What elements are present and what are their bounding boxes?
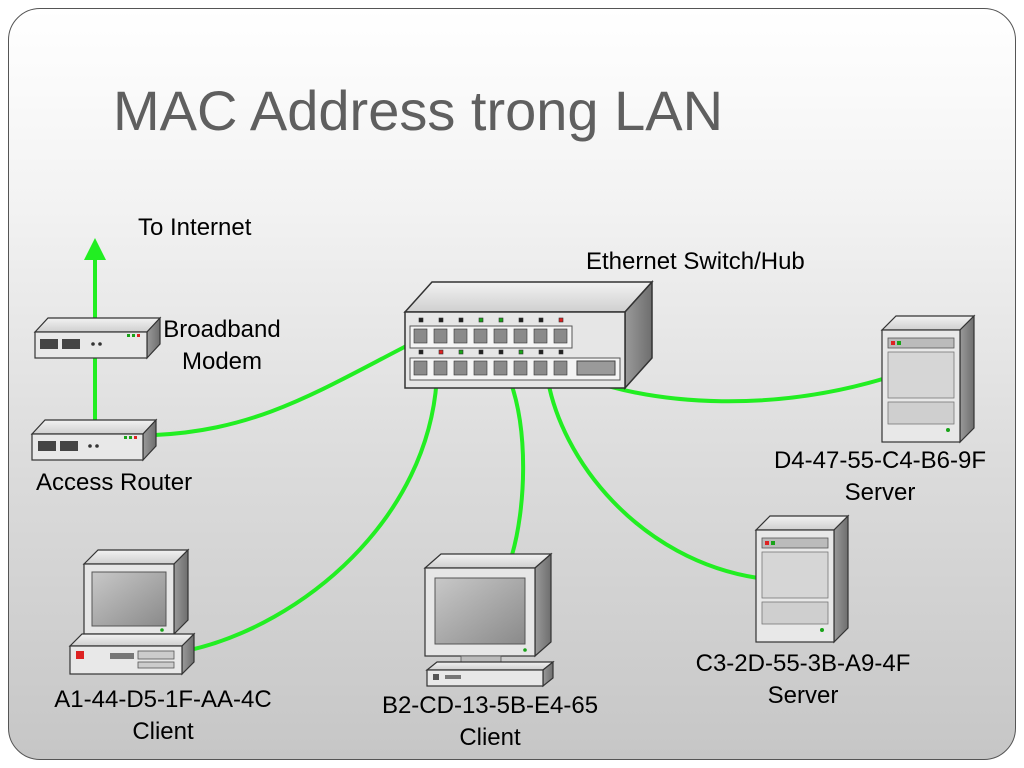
modem-label-line2: Modem <box>181 348 263 375</box>
switch-led <box>558 317 564 323</box>
network-cables <box>93 256 888 652</box>
cable-switch-server2 <box>545 373 760 580</box>
to-internet-label: To Internet <box>138 214 252 241</box>
cable-switch-client2 <box>506 373 526 557</box>
server1-role: Server <box>844 479 916 506</box>
up-arrow-icon <box>84 238 106 260</box>
switch-led <box>538 317 544 323</box>
switch-led <box>418 349 424 355</box>
switch-port <box>533 328 548 344</box>
switch-port <box>473 360 488 376</box>
server-icon <box>754 514 850 644</box>
switch-led <box>458 349 464 355</box>
modem-icon <box>33 316 162 360</box>
switch-led <box>498 349 504 355</box>
modem-label-line1: Broadband <box>163 316 281 343</box>
client2-label: B2-CD-13-5B-E4-65 Client <box>342 690 638 754</box>
cable-switch-client1 <box>188 373 439 652</box>
switch-port <box>453 328 468 344</box>
switch-port <box>433 328 448 344</box>
client2-mac: B2-CD-13-5B-E4-65 <box>381 692 599 719</box>
switch-led <box>418 317 424 323</box>
switch-label: Ethernet Switch/Hub <box>586 248 805 275</box>
switch-ports <box>413 317 568 376</box>
switch-led <box>518 317 524 323</box>
switch-port <box>493 328 508 344</box>
switch-led <box>518 349 524 355</box>
desktop-computer-icon <box>68 548 196 676</box>
slide-title: MAC Address trong LAN <box>113 79 724 142</box>
server1-label: D4-47-55-C4-B6-9F Server <box>740 445 1020 509</box>
switch-port <box>493 360 508 376</box>
switch-port <box>513 328 528 344</box>
client1-mac: A1-44-D5-1F-AA-4C <box>54 686 272 713</box>
server1-mac: D4-47-55-C4-B6-9F <box>773 447 987 474</box>
client1-role: Client <box>132 718 194 745</box>
switch-led <box>478 349 484 355</box>
switch-led <box>438 349 444 355</box>
server2-mac: C3-2D-55-3B-A9-4F <box>695 650 911 677</box>
router-label: Access Router <box>36 469 193 496</box>
switch-port <box>453 360 468 376</box>
switch-led <box>498 317 504 323</box>
switch-port <box>533 360 548 376</box>
switch-port <box>413 328 428 344</box>
switch-port <box>473 328 488 344</box>
switch-led <box>458 317 464 323</box>
desktop-computer-icon <box>423 552 555 688</box>
switch-port <box>513 360 528 376</box>
server2-role: Server <box>767 682 839 709</box>
switch-port <box>413 360 428 376</box>
modem-label: Broadband Modem <box>160 314 284 378</box>
cable-router-switch <box>153 338 420 437</box>
switch-port <box>553 360 568 376</box>
server2-label: C3-2D-55-3B-A9-4F Server <box>658 648 948 712</box>
switch-icon <box>403 280 654 390</box>
client2-role: Client <box>459 724 521 751</box>
server-icon <box>880 314 976 444</box>
switch-port <box>433 360 448 376</box>
router-icon <box>30 418 158 462</box>
switch-led <box>478 317 484 323</box>
switch-led <box>538 349 544 355</box>
client1-label: A1-44-D5-1F-AA-4C Client <box>18 684 308 748</box>
switch-port <box>553 328 568 344</box>
switch-led <box>558 349 564 355</box>
switch-led <box>438 317 444 323</box>
